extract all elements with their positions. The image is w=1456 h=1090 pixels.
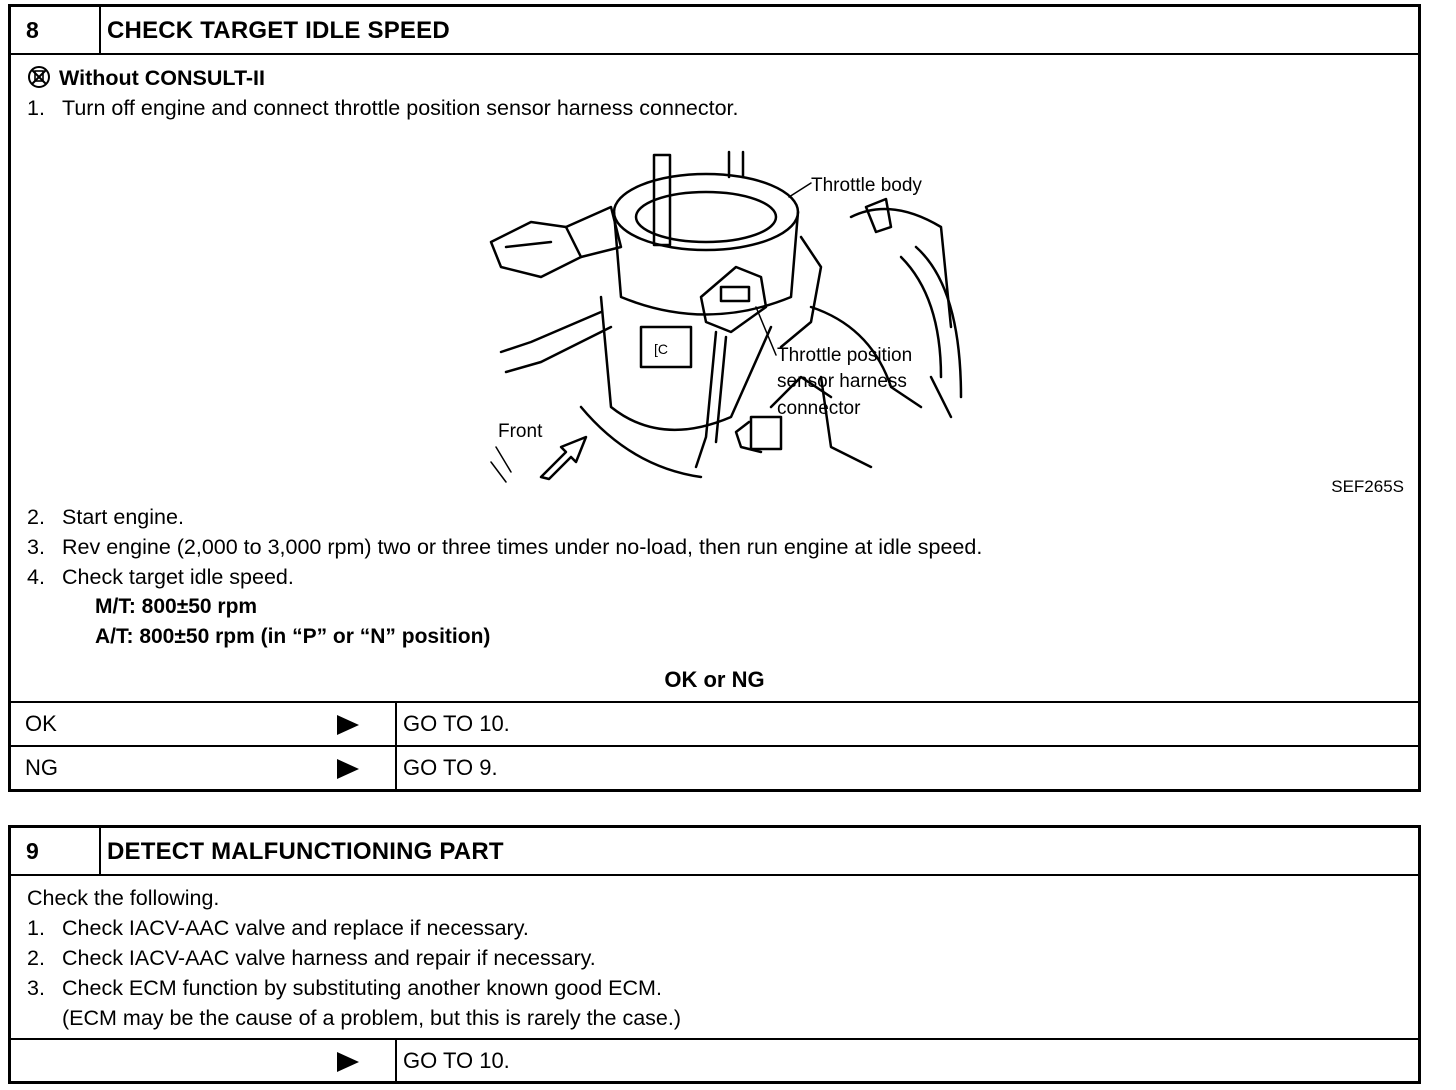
step-9-header: 9 DETECT MALFUNCTIONING PART xyxy=(11,828,1418,876)
item-text: Check ECM function by substituting anoth… xyxy=(62,976,662,1000)
result-divider xyxy=(395,747,397,789)
arrow-right-icon xyxy=(337,759,359,779)
result-action[interactable]: GO TO 10. xyxy=(403,1048,510,1073)
arrow-right-icon xyxy=(337,1052,359,1072)
item-number: 2. xyxy=(27,946,45,970)
step-9-box: 9 DETECT MALFUNCTIONING PART Check the f… xyxy=(8,825,1421,1084)
mode-line: Without CONSULT-II xyxy=(27,65,265,95)
step-8-box: 8 CHECK TARGET IDLE SPEED Without CONSUL… xyxy=(8,4,1421,792)
result-label: NG xyxy=(25,755,58,780)
spec-at: A/T: 800±50 rpm (in “P” or “N” position) xyxy=(95,625,491,648)
result-row[interactable]: GO TO 10. xyxy=(11,1038,1418,1082)
step-8-header: 8 CHECK TARGET IDLE SPEED xyxy=(11,7,1418,55)
step-title: DETECT MALFUNCTIONING PART xyxy=(107,838,504,865)
result-divider xyxy=(395,1040,397,1082)
item-number: 1. xyxy=(27,916,45,940)
step-9-intro: Check the following. xyxy=(27,886,220,910)
svg-text:[C: [C xyxy=(654,341,668,357)
step-9-note: (ECM may be the cause of a problem, but … xyxy=(62,1006,681,1030)
label-tps-line-2: sensor harness xyxy=(777,371,907,392)
label-throttle-body: Throttle body xyxy=(811,175,922,196)
result-label: OK xyxy=(25,711,57,736)
step-8-item-4: 4. Check target idle speed. xyxy=(27,565,294,590)
no-consult-icon xyxy=(27,65,51,95)
result-action[interactable]: GO TO 9. xyxy=(403,755,498,780)
label-tps-line-1: Throttle position xyxy=(777,345,912,366)
item-number: 3. xyxy=(27,535,45,559)
item-text: Check IACV-AAC valve harness and repair … xyxy=(62,946,596,970)
result-row-ng[interactable]: NG GO TO 9. xyxy=(11,745,1418,789)
result-action[interactable]: GO TO 10. xyxy=(403,711,510,736)
item-number: 4. xyxy=(27,565,45,589)
mode-label: Without CONSULT-II xyxy=(59,66,266,90)
item-text: Check target idle speed. xyxy=(62,565,294,589)
step-number: 8 xyxy=(11,7,101,53)
item-text: Start engine. xyxy=(62,505,184,529)
step-8-item-1: 1. Turn off engine and connect throttle p… xyxy=(27,96,738,121)
spec-mt: M/T: 800±50 rpm xyxy=(95,595,258,618)
result-row-ok[interactable]: OK GO TO 10. xyxy=(11,701,1418,745)
result-header: OK or NG xyxy=(664,667,765,692)
figure-code: SEF265S xyxy=(1331,477,1404,496)
throttle-body-figure: [C xyxy=(489,150,963,483)
item-text: Check IACV-AAC valve and replace if nece… xyxy=(62,916,529,940)
step-number: 9 xyxy=(11,828,101,874)
item-number: 3. xyxy=(27,976,45,1000)
step-9-item-2: 2. Check IACV-AAC valve harness and repai… xyxy=(27,946,596,971)
step-title: CHECK TARGET IDLE SPEED xyxy=(107,17,450,44)
label-front: Front xyxy=(498,421,543,442)
label-tps-line-3: connector xyxy=(777,398,861,419)
step-9-item-1: 1. Check IACV-AAC valve and replace if ne… xyxy=(27,916,529,941)
arrow-right-icon xyxy=(337,715,359,735)
step-8-item-3: 3. Rev engine (2,000 to 3,000 rpm) two or… xyxy=(27,535,982,560)
step-8-item-2: 2. Start engine. xyxy=(27,505,184,530)
result-divider xyxy=(395,703,397,745)
step-9-item-3: 3. Check ECM function by substituting ano… xyxy=(27,976,662,1001)
item-number: 2. xyxy=(27,505,45,529)
item-number: 1. xyxy=(27,96,45,120)
item-text: Turn off engine and connect throttle pos… xyxy=(62,96,739,120)
item-text: Rev engine (2,000 to 3,000 rpm) two or t… xyxy=(62,535,983,559)
